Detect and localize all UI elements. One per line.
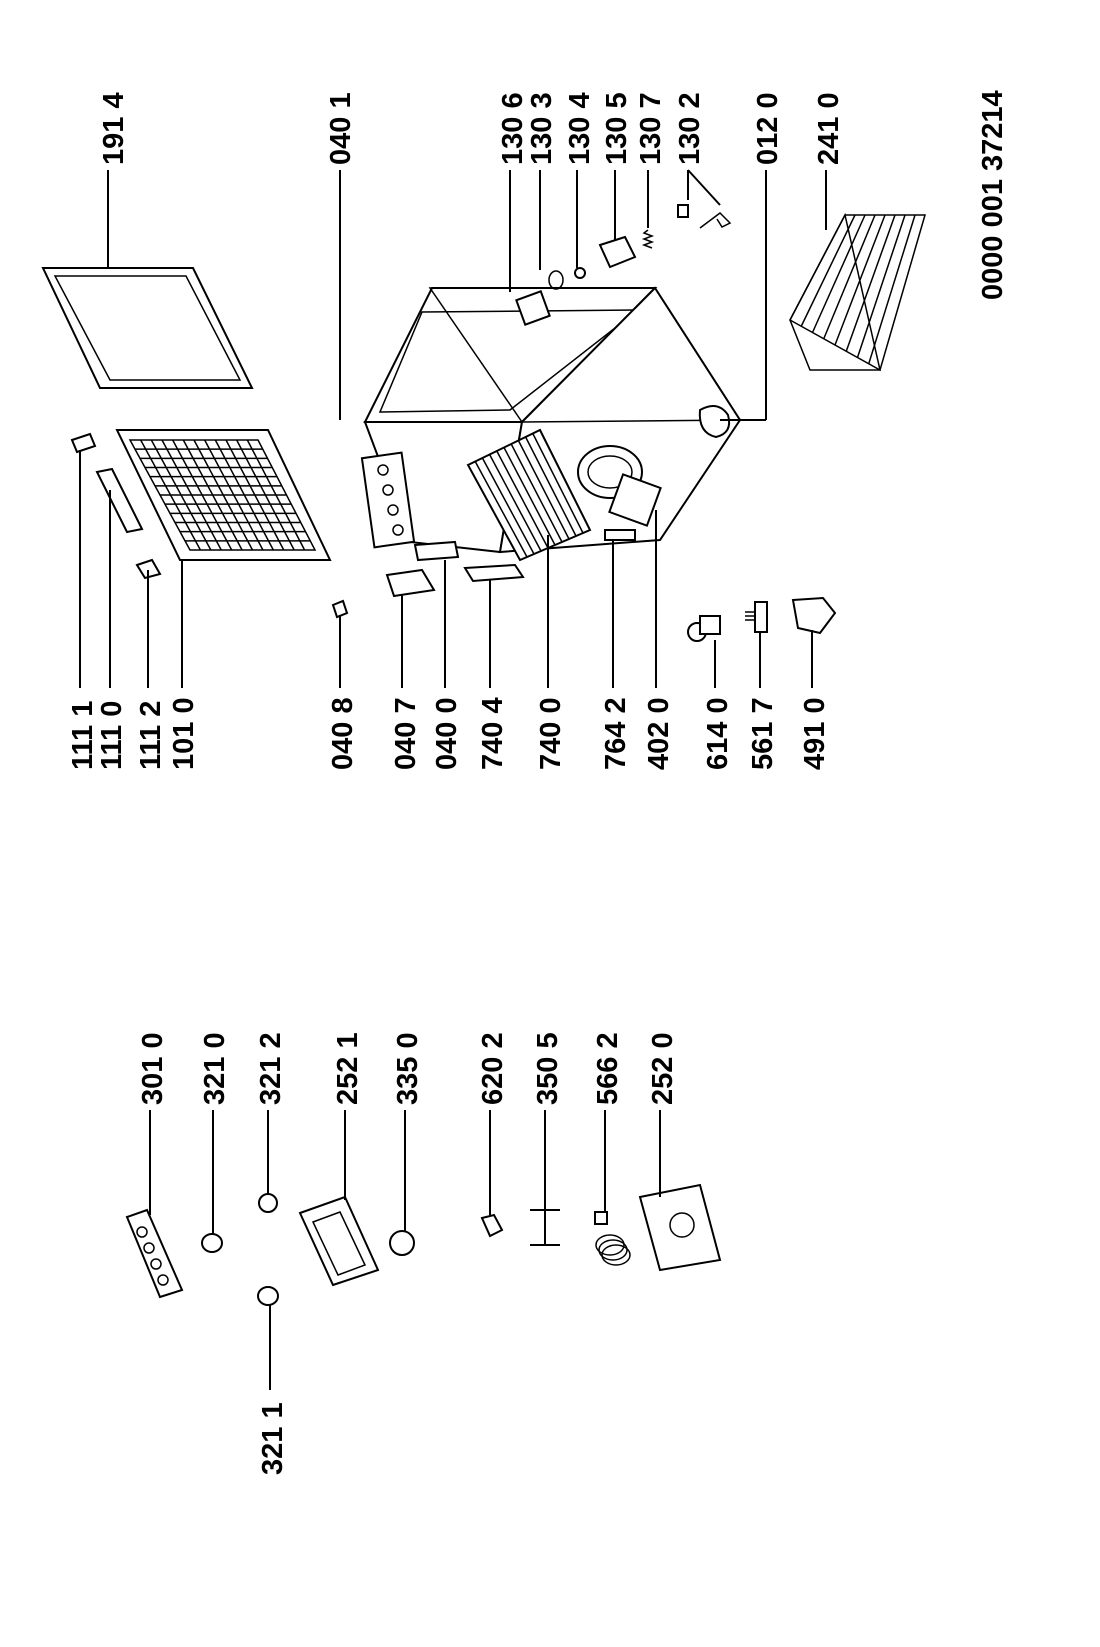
cover-491-0 — [791, 596, 837, 635]
part-label-335-0: 335 0 — [392, 1032, 424, 1105]
part-label-561-7: 561 7 — [747, 697, 779, 770]
lid-frame — [41, 267, 254, 389]
compressor — [577, 445, 662, 527]
part-label-130-2: 130 2 — [674, 92, 706, 165]
part-label-130-7: 130 7 — [635, 92, 667, 165]
part-label-040-7: 040 7 — [390, 697, 422, 770]
knob-321-2 — [258, 1193, 278, 1213]
part-label-130-6: 130 6 — [497, 92, 529, 165]
knob-321-1 — [257, 1286, 279, 1306]
part-label-130-3: 130 3 — [526, 92, 558, 165]
part-label-040-8: 040 8 — [327, 697, 359, 770]
part-label-130-4: 130 4 — [564, 92, 596, 165]
housing-252-0 — [638, 1183, 722, 1272]
washer-part — [574, 267, 586, 279]
part-label-241-0: 241 0 — [813, 92, 845, 165]
part-label-740-4: 740 4 — [477, 697, 509, 770]
part-740-4 — [463, 563, 525, 583]
cover-part — [598, 235, 637, 269]
control-panel-301-0 — [125, 1208, 184, 1299]
part-label-101-0: 101 0 — [168, 697, 200, 770]
hinge-040-0 — [413, 540, 460, 562]
dryer-filter — [604, 529, 636, 541]
part-label-350-5: 350 5 — [532, 1032, 564, 1105]
bracket-part — [515, 290, 551, 326]
part-label-321-1: 321 1 — [257, 1402, 289, 1475]
part-label-252-1: 252 1 — [332, 1032, 364, 1105]
part-label-764-2: 764 2 — [600, 697, 632, 770]
lid-panel — [115, 429, 332, 561]
clip-part — [331, 599, 349, 619]
part-label-321-0: 321 0 — [199, 1032, 231, 1105]
part-335-0 — [389, 1230, 415, 1256]
housing-252-1 — [298, 1195, 380, 1287]
part-label-321-2: 321 2 — [255, 1032, 287, 1105]
part-label-040-0: 040 0 — [431, 697, 463, 770]
spring-part — [641, 229, 655, 249]
part-label-491-0: 491 0 — [799, 697, 831, 770]
part-label-620-2: 620 2 — [477, 1032, 509, 1105]
part-label-614-0: 614 0 — [702, 697, 734, 770]
lamp-620-2 — [480, 1213, 504, 1238]
leader-lines — [79, 169, 827, 1390]
hinge-part — [698, 405, 731, 439]
part-label-402-0: 402 0 — [643, 697, 675, 770]
part-label-111-2: 111 2 — [135, 701, 167, 770]
part-label-111-1: 111 1 — [67, 701, 99, 770]
condenser-grid — [466, 428, 592, 562]
coil-566-2 — [594, 1211, 631, 1266]
relay-614-0 — [687, 615, 721, 642]
handle-cap-left — [135, 558, 162, 580]
document-id: 0000 001 37214 — [977, 90, 1009, 300]
part-label-111-0: 111 0 — [96, 701, 128, 770]
part-label-012-0: 012 0 — [752, 92, 784, 165]
part-label-130-5: 130 5 — [601, 92, 633, 165]
thermostat-561-7 — [745, 601, 768, 633]
part-label-191-4: 191 4 — [98, 92, 130, 165]
handle-cap-right — [70, 432, 97, 454]
bracket-040-7 — [385, 568, 436, 598]
part-label-301-0: 301 0 — [137, 1032, 169, 1105]
part-350-5 — [530, 1209, 560, 1246]
part-label-740-0: 740 0 — [535, 697, 567, 770]
handle-part — [95, 467, 144, 534]
wire-basket — [788, 212, 926, 372]
part-label-252-0: 252 0 — [647, 1032, 679, 1105]
part-label-040-1: 040 1 — [325, 92, 357, 165]
knob-321-0 — [201, 1233, 223, 1253]
part-label-566-2: 566 2 — [592, 1032, 624, 1105]
latch-part — [677, 204, 732, 229]
ring-part — [548, 270, 564, 290]
